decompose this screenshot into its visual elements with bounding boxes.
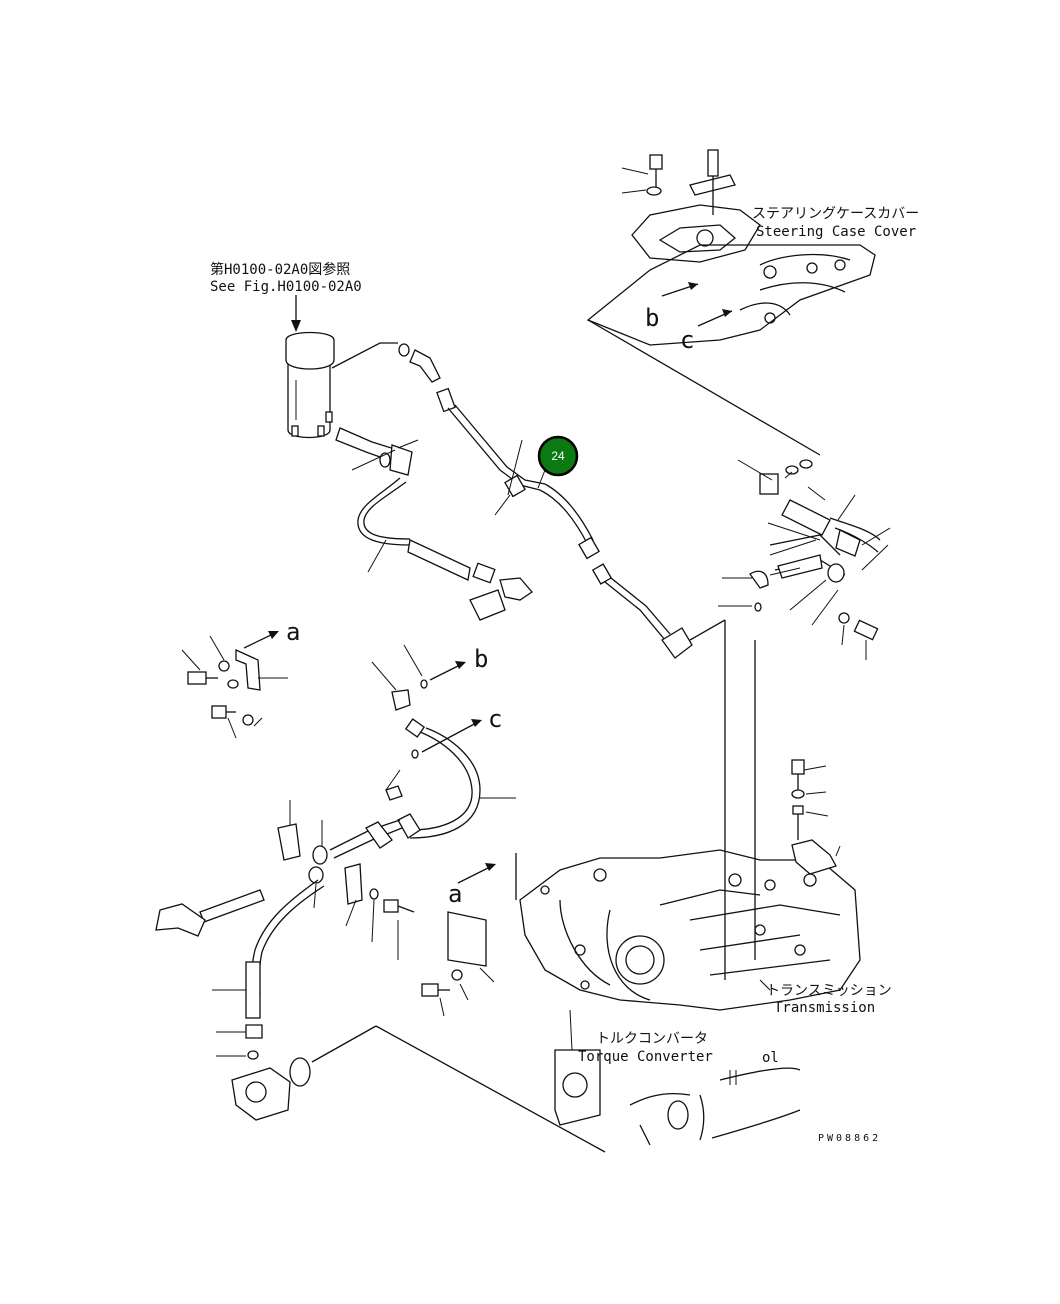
callout-b-mid: b [474, 645, 488, 673]
filter-ref-jp-label: 第H0100-02A0図参照 [210, 261, 350, 278]
callout-c-top: c [680, 326, 694, 354]
hose-24-assembly [436, 387, 726, 980]
steering-case-cover: ステアリングケースカバー Steering Case Cover b c [586, 149, 919, 456]
transmission-jp-label: トランスミッション [766, 983, 892, 999]
torque-converter-jp-label: トルクコンバータ [596, 1031, 708, 1047]
drawing-code: PW08862 [818, 1133, 881, 1144]
callout-a-left: a [286, 618, 300, 646]
callout-a-bottom: a [448, 880, 462, 908]
center-fittings: b c [371, 644, 516, 839]
oil-mark: ol [762, 1050, 779, 1066]
right-fittings [718, 459, 891, 960]
steering-case-cover-jp-label: ステアリングケースカバー [752, 206, 919, 222]
callout-c-mid: c [488, 705, 502, 733]
filter-assembly: 第H0100-02A0図参照 See Fig.H0100-02A0 [210, 261, 441, 439]
badge-number[interactable]: 24 [551, 449, 565, 463]
right-lower-bracket [791, 759, 841, 875]
torque-converter-en-label: Torque Converter [578, 1049, 713, 1065]
filter-ref-en-label: See Fig.H0100-02A0 [210, 279, 362, 295]
left-brackets: a [181, 618, 300, 739]
part-number-badge[interactable]: 24 [537, 435, 579, 477]
badge-circle[interactable] [537, 435, 579, 477]
callout-b-top: b [645, 304, 659, 332]
transmission-en-label: Transmission [774, 1000, 875, 1016]
left-hose-assembly [335, 427, 533, 621]
steering-case-cover-en-label: Steering Case Cover [756, 224, 916, 240]
transmission-housing: ol a トランスミッション Transmission トルクコンバータ Tor… [421, 849, 892, 1146]
lower-left-assembly [155, 800, 606, 1153]
